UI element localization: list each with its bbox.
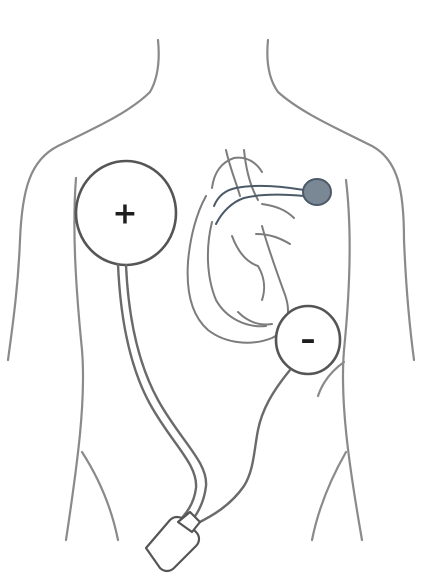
negative-pad-symbol: –	[301, 323, 316, 358]
positive-pad-cable	[126, 265, 206, 526]
implanted-device	[214, 179, 331, 224]
implanted-device-body	[303, 179, 331, 205]
heart-inner-contour	[208, 222, 266, 326]
device-lead-lower	[216, 195, 304, 224]
heart-illustration	[188, 150, 294, 343]
left-waist-contour	[82, 452, 118, 540]
electrode-cables	[118, 264, 290, 526]
torso-outline	[8, 40, 414, 540]
right-waist-contour	[312, 452, 346, 540]
heart-vessel-right	[256, 204, 294, 244]
cable-connector	[146, 512, 200, 571]
positive-pad-symbol: +	[112, 197, 137, 232]
positive-pad: +	[76, 161, 176, 265]
negative-pad-cable	[196, 370, 290, 524]
negative-pad: –	[276, 306, 340, 374]
right-torso-side	[343, 180, 362, 540]
heart-chamber-line	[232, 236, 264, 300]
